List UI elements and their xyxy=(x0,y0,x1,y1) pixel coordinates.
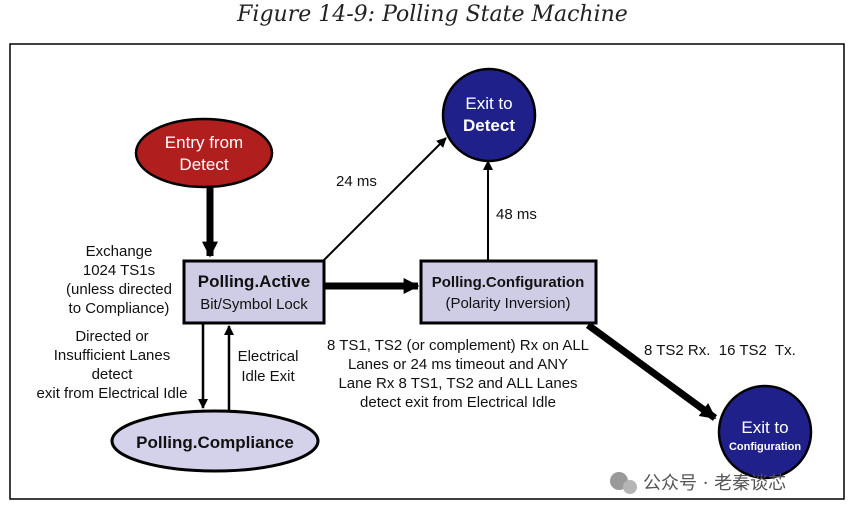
diagram-frame xyxy=(9,43,845,500)
exit-to-configuration-node xyxy=(717,384,813,480)
polling-compliance-title: Polling.Compliance xyxy=(136,433,294,452)
exit-detect-line2: Detect xyxy=(463,116,515,135)
exit-detect-line1: Exit to xyxy=(465,94,512,113)
label-directed-2: Insufficient Lanes xyxy=(54,347,170,364)
polling-active-subtitle: Bit/Symbol Lock xyxy=(200,296,308,313)
entry-node-line2: Detect xyxy=(179,155,228,174)
label-48ms: 48 ms xyxy=(496,206,537,223)
polling-active-box xyxy=(182,259,326,325)
edge-active-to-exit-detect xyxy=(321,137,447,263)
figure-caption: Figure 14-9: Polling State Machine xyxy=(237,2,628,27)
label-directed-3: detect xyxy=(92,366,134,383)
entry-from-detect-node xyxy=(134,117,274,189)
exit-configuration-line1: Exit to xyxy=(741,418,788,437)
label-electrical-idle-2: Idle Exit xyxy=(241,368,295,385)
label-ts-condition-4: detect exit from Electrical Idle xyxy=(360,394,556,411)
label-ts-condition-1: 8 TS1, TS2 (or complement) Rx on ALL xyxy=(327,337,589,354)
label-exchange-4: to Compliance) xyxy=(69,300,170,317)
polling-compliance-node xyxy=(110,409,320,473)
edge-configuration-to-exit-configuration xyxy=(585,322,718,421)
polling-configuration-title: Polling.Configuration xyxy=(432,274,584,291)
exit-configuration-line2: Configuration xyxy=(729,441,801,453)
watermark-text: 公众号 · 老秦谈芯 xyxy=(643,473,786,494)
label-electrical-idle-1: Electrical xyxy=(238,348,299,365)
watermark: 公众号 · 老秦谈芯 xyxy=(610,472,786,494)
label-exchange-2: 1024 TS1s xyxy=(83,262,155,279)
polling-configuration-box xyxy=(419,259,598,325)
polling-configuration-subtitle: (Polarity Inversion) xyxy=(445,295,570,312)
entry-node-line1: Entry from xyxy=(165,133,243,152)
exit-to-detect-node xyxy=(441,67,537,163)
polling-active-title: Polling.Active xyxy=(198,272,310,291)
label-24ms: 24 ms xyxy=(336,173,377,190)
label-exchange-1: Exchange xyxy=(86,243,153,260)
label-ts-condition-3: Lane Rx 8 TS1, TS2 and ALL Lanes xyxy=(338,375,577,392)
label-ts-condition-2: Lanes or 24 ms timeout and ANY xyxy=(348,356,568,373)
label-directed-1: Directed or xyxy=(75,328,148,345)
label-exchange-3: (unless directed xyxy=(66,281,172,298)
label-directed-4: exit from Electrical Idle xyxy=(37,385,188,402)
wechat-icon-small xyxy=(623,480,637,494)
label-ts2: 8 TS2 Rx. 16 TS2 Tx. xyxy=(644,342,796,359)
